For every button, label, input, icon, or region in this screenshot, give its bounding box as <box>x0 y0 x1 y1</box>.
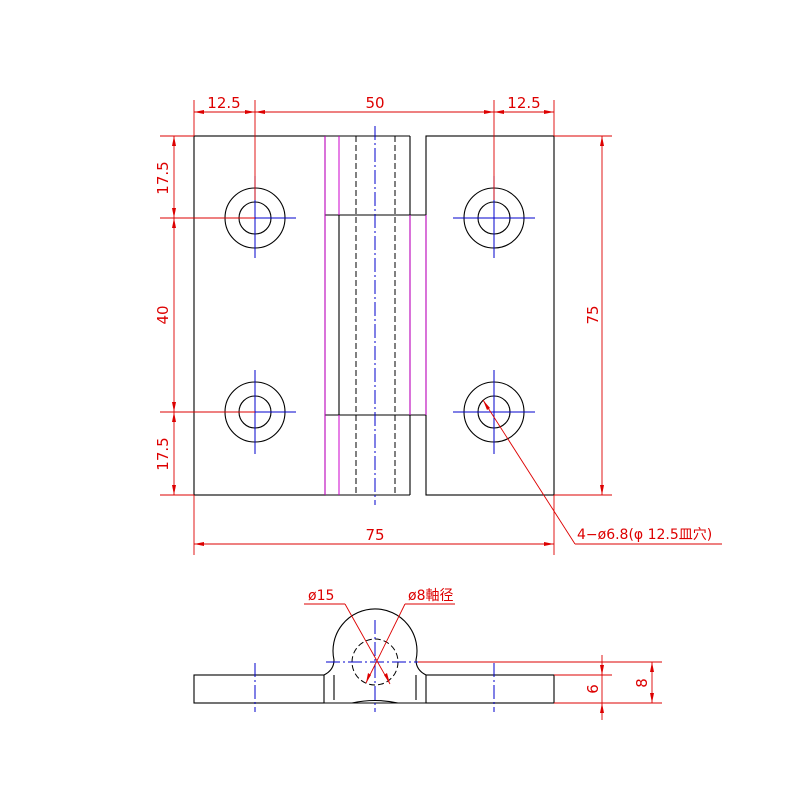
dimension-lines <box>160 100 722 555</box>
dim-left-bottom: 17.5 <box>154 437 172 470</box>
side-outer-diameter: ø15 <box>308 588 334 604</box>
knuckle-lines <box>324 126 427 505</box>
side-leaders <box>304 603 662 720</box>
dim-top-left: 12.5 <box>207 94 240 112</box>
side-plate-thickness: 6 <box>584 684 602 694</box>
hole-callout-label: 4−ø6.8(φ 12.5皿穴) <box>577 527 712 543</box>
top-view: 12.5 50 12.5 17.5 40 17.5 75 75 4−ø6.8(φ… <box>154 94 722 555</box>
dim-bottom-width: 75 <box>365 526 384 544</box>
hole-bottom-right <box>453 370 535 454</box>
side-view: ø15 ø8軸径 6 8 <box>193 588 662 720</box>
side-left-plate <box>193 674 325 704</box>
right-leaf-outline <box>425 135 555 496</box>
dim-top-middle: 50 <box>365 94 384 112</box>
side-right-plate <box>425 674 555 704</box>
dim-top-right: 12.5 <box>507 94 540 112</box>
side-pin-diameter: ø8軸径 <box>408 588 453 604</box>
dim-left-middle: 40 <box>154 305 172 324</box>
dim-right-height: 75 <box>584 305 602 324</box>
dim-left-top: 17.5 <box>154 161 172 194</box>
side-overall-height: 8 <box>633 678 651 688</box>
